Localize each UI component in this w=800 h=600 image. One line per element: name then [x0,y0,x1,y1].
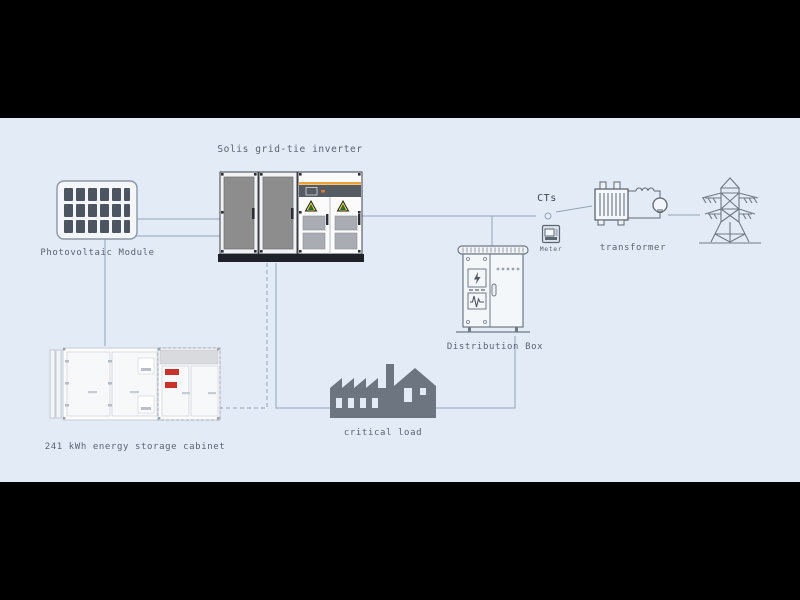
transformer-icon [594,181,668,226]
distribution-box-icon [456,245,530,333]
factory-icon [330,364,436,418]
node-inverter[interactable] [218,168,364,266]
cts-contact-icon [544,212,552,220]
warning-triangle-icon [304,199,318,212]
warning-triangle-icon [336,199,350,212]
critical-load-label: critical load [343,428,423,438]
node-pv-module[interactable] [56,180,138,240]
battery-cabinet-icon [49,347,221,421]
line-cts-to-transformer [555,205,593,213]
node-distribution-box[interactable] [455,243,531,338]
inverter-title: Solis grid-tie inverter [217,144,363,155]
lightning-bolt-icon [474,272,481,285]
transformer-label: transformer [599,243,667,253]
storage-cabinet-label: 241 kWh energy storage cabinet [44,442,226,452]
cts-label: CTs [537,193,557,204]
letterbox-top [0,0,800,118]
line-inverter-to-load [275,263,332,409]
solar-panel-icon [56,180,138,240]
transmission-tower-icon [699,177,761,244]
pv-module-label: Photovoltaic Module [40,248,155,258]
letterbox-bottom [0,482,800,600]
waveform-icon [470,295,484,308]
connection-lines [104,205,700,409]
storage-badge [165,382,177,388]
node-transformer[interactable] [592,180,670,238]
meter-label: Meter [539,245,563,253]
node-critical-load[interactable] [328,360,438,420]
node-grid-tower[interactable] [697,176,763,246]
diagram-canvas: Photovoltaic Module Solis grid-tie inver… [0,118,800,482]
line-distribution-to-load [434,336,516,409]
node-meter[interactable] [541,224,561,244]
distribution-box-label: Distribution Box [446,342,544,352]
storage-badge [165,369,179,375]
meter-icon [541,224,561,244]
inverter-cabinet-icon [218,171,364,262]
line-inverter-dc-to-storage [220,263,268,409]
node-storage-cabinet[interactable] [49,346,222,424]
